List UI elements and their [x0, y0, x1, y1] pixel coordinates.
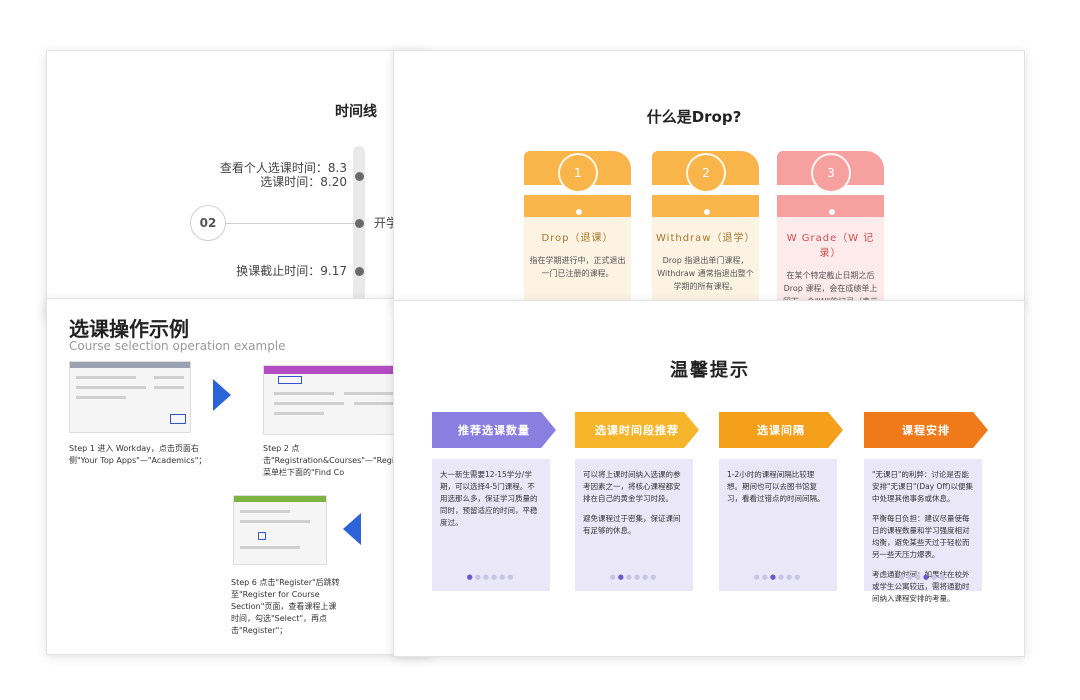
pager-dots[interactable]: ●●●●●●: [753, 573, 803, 581]
timeline-circle: 02: [190, 205, 226, 241]
tip-paragraph: 1-2小时的课程间隔比较理想。期间也可以去图书馆复习，看看过错点的时间间隔。: [727, 470, 825, 503]
card-name: W Grade（W 记录）: [786, 233, 875, 259]
tip-body: 可以将上课时间纳入选课的参考因素之一，将核心课程都安排在自己的黄金学习时段。避免…: [575, 459, 693, 591]
card-desc: 指在学期进行中，正式退出一门已注册的课程。: [529, 256, 626, 278]
card-name: Withdraw（退学）: [656, 233, 756, 244]
card-name: Drop（退课）: [541, 233, 614, 244]
course-selection-slide[interactable]: 选课操作示例 Course selection operation exampl…: [46, 298, 431, 655]
arrow-left-icon: [343, 513, 361, 545]
step1-caption: Step 1 进入 Workday，点击页面右侧"Your Top Apps"—…: [69, 444, 207, 465]
step6-screenshot: [233, 495, 327, 565]
pager-dots[interactable]: ●●●●●●: [466, 573, 516, 581]
drop-card: 2 Withdraw（退学） Drop 指退出单门课程，Withdraw 通常指…: [652, 151, 759, 304]
tip-paragraph: 避免课程过于密集，保证课间有足够的休息。: [583, 514, 681, 535]
timeline-title: 时间线: [335, 104, 377, 120]
tips-title: 温馨提示: [670, 360, 750, 381]
card-strip: [524, 195, 631, 217]
tip-body: "无课日"的利弊：讨论是否能安排"无课日"(Day Off)以便集中处理其他事务…: [864, 459, 982, 603]
timeline-slide[interactable]: 时间线 查看个人选课时间：8.3 选课时间：8.20 02 开学 换课截止时间：…: [46, 50, 426, 320]
drop-card: 3 W Grade（W 记录） 在某个特定截止日期之后 Drop 课程，会在成绩…: [777, 151, 884, 304]
timeline-item-4: 换课截止时间：9.17: [236, 264, 347, 278]
timeline-bar: [353, 146, 365, 319]
tip-paragraph: "无课日"的利弊：讨论是否能安排"无课日"(Day Off)以便集中处理其他事务…: [872, 470, 974, 503]
pin-icon: [829, 209, 835, 215]
pin-icon: [576, 209, 582, 215]
timeline-item-2: 选课时间：8.20: [260, 175, 347, 189]
timeline-dot: [355, 267, 364, 276]
tips-slide[interactable]: 温馨提示 推荐选课数量大一新生需要12-15学分/学期，可以选择4-5门课程。不…: [393, 300, 1025, 657]
card-number: 1: [558, 153, 598, 193]
step1-screenshot: [69, 361, 191, 433]
course-title: 选课操作示例: [69, 317, 189, 341]
card-strip: [652, 195, 759, 217]
tip-body: 大一新生需要12-15学分/学期，可以选择4-5门课程。不用选那么多，保证学习质…: [432, 459, 550, 591]
timeline-connector: [226, 223, 356, 224]
pin-icon: [704, 209, 710, 215]
tip-paragraph: 可以将上课时间纳入选课的参考因素之一，将核心课程都安排在自己的黄金学习时段。: [583, 470, 681, 503]
pager-dots[interactable]: ●●●●●●: [898, 573, 948, 581]
arrow-right-icon: [213, 379, 231, 411]
card-strip: [777, 195, 884, 217]
course-subtitle: Course selection operation example: [69, 339, 286, 353]
card-body: Withdraw（退学） Drop 指退出单门课程，Withdraw 通常指退出…: [652, 217, 759, 304]
drop-title: 什么是Drop?: [646, 108, 742, 126]
tip-header: 推荐选课数量: [432, 412, 556, 448]
card-number: 2: [686, 153, 726, 193]
tip-paragraph: 平衡每日负担：建议尽量使每日的课程数量和学习强度相对均衡，避免某些天过于轻松而另…: [872, 514, 970, 559]
tip-header: 课程安排: [864, 412, 988, 448]
card-body: Drop（退课） 指在学期进行中，正式退出一门已注册的课程。: [524, 217, 631, 304]
drop-card: 1 Drop（退课） 指在学期进行中，正式退出一门已注册的课程。: [524, 151, 631, 304]
card-body: W Grade（W 记录） 在某个特定截止日期之后 Drop 课程，会在成绩单上…: [777, 217, 884, 304]
drop-slide[interactable]: 什么是Drop? 1 Drop（退课） 指在学期进行中，正式退出一门已注册的课程…: [393, 50, 1025, 305]
pager-dots[interactable]: ●●●●●●: [609, 573, 659, 581]
tip-body: 1-2小时的课程间隔比较理想。期间也可以去图书馆复习，看看过错点的时间间隔。 ●●…: [719, 459, 837, 591]
tip-paragraph: 考虑通勤时间：如果住在校外或学生公寓较远，需将通勤时间纳入课程安排的考量。: [872, 570, 970, 603]
step2-caption: Step 2 点击"Registration&Courses"—"Registr…: [263, 444, 429, 477]
timeline-dot: [355, 172, 364, 181]
timeline-item-1: 查看个人选课时间：8.3: [219, 161, 347, 175]
tip-header: 选课间隔: [719, 412, 843, 448]
card-desc: Drop 指退出单门课程，Withdraw 通常指退出整个学期的所有课程。: [657, 256, 754, 291]
card-number: 3: [811, 153, 851, 193]
step6-caption: Step 6 点击"Register"后跳转至"Register for Cou…: [231, 578, 340, 635]
tip-header: 选课时间段推荐: [575, 412, 699, 448]
tip-paragraph: 大一新生需要12-15学分/学期，可以选择4-5门课程。不用选那么多，保证学习质…: [440, 470, 538, 527]
timeline-dot: [355, 219, 364, 228]
timeline-item-3: 开学: [374, 216, 399, 230]
